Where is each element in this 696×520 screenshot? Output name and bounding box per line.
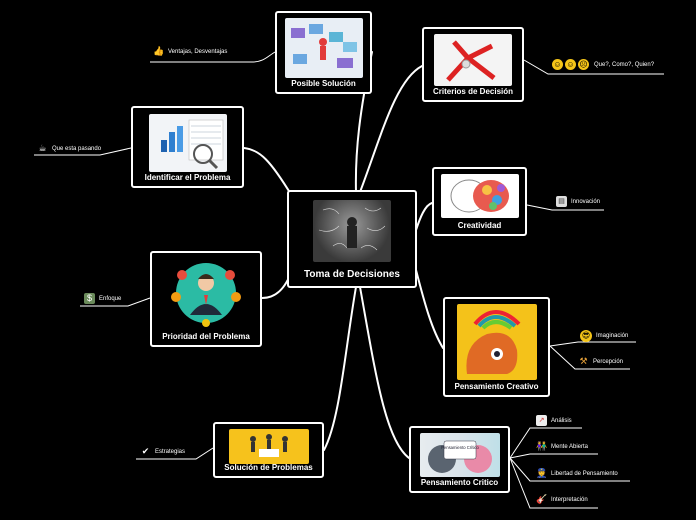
hammer-icon: ⚒ (578, 356, 589, 367)
creatividad-title: Creatividad (434, 221, 525, 230)
node-pensamiento-creativo[interactable]: Pensamiento Creativo (443, 297, 550, 397)
leaf-ventajas-desventajas[interactable]: 👍 Ventajas, Desventajas (153, 46, 227, 57)
leaf-label: Mente Abierta (551, 444, 588, 450)
leaf-label: Que esta pasando (52, 146, 101, 152)
pensamiento-critico-title: Pensamiento Critico (411, 478, 508, 487)
thumbs-up-down-icon: 👍 (153, 46, 164, 57)
leaf-label: Interpretación (551, 497, 588, 503)
emoji-faces-icon: ☺☺☹ (552, 59, 591, 70)
leaf-estrategias[interactable]: ✔ Estrategias (140, 446, 185, 457)
solution-puzzle-image (285, 18, 363, 78)
leaf-que-esta-pasando[interactable]: ☕ Que esta pasando (37, 143, 101, 154)
leaf-interpretacion[interactable]: 🎸 Interpretación (536, 494, 588, 505)
link-solucion-problemas (324, 287, 356, 450)
pensamiento-creativo-title: Pensamiento Creativo (445, 382, 548, 391)
guitar-icon: 🎸 (536, 494, 547, 505)
solucion-problemas-title: Solución de Problemas (215, 463, 322, 472)
leaf-mente-abierta[interactable]: 👫 Mente Abierta (536, 441, 588, 452)
leaf-label: Enfoque (99, 296, 121, 302)
chart-icon: ↗ (536, 415, 547, 426)
critical-thinking-image-text: Pensamiento Crítico (441, 445, 479, 450)
leaf-percepcion[interactable]: ⚒ Percepción (578, 356, 623, 367)
leaf-innovacion[interactable]: ▤ Innovación (556, 196, 600, 207)
node-prioridad-problema[interactable]: Prioridad del Problema (150, 251, 262, 347)
link-creatividad (416, 203, 432, 230)
node-posible-solucion[interactable]: Posible Solución (275, 11, 372, 94)
node-identificar-problema[interactable]: Identificar el Problema (131, 106, 244, 188)
node-solucion-problemas[interactable]: Solución de Problemas (213, 422, 324, 478)
people-icon: 👫 (536, 441, 547, 452)
node-criterios-decision[interactable]: Criterios de Decisión (422, 27, 524, 102)
leaf-imaginacion[interactable]: 😎 Imaginación (580, 330, 628, 342)
money-bag-icon: $ (84, 293, 95, 304)
sunglasses-icon: 😎 (580, 330, 592, 342)
posible-solucion-title: Posible Solución (277, 79, 370, 88)
leaf-label: Libertad de Pensamiento (551, 471, 618, 477)
leaf-libertad-pensamiento[interactable]: 👮 Libertad de Pensamiento (536, 468, 618, 479)
leaf-label: Que?, Como?, Quien? (594, 62, 654, 68)
leaf-label: Imaginación (596, 333, 628, 339)
red-arrows-image (434, 34, 512, 86)
node-pensamiento-critico[interactable]: Pensamiento Crítico Pensamiento Critico (409, 426, 510, 493)
link-identificar-problema (244, 148, 292, 196)
critical-thinking-image: Pensamiento Crítico (420, 433, 500, 477)
check-icon: ✔ (140, 446, 151, 457)
link-pensamiento-critico (360, 287, 409, 458)
prioridad-problema-title: Prioridad del Problema (152, 332, 260, 341)
leaf-label: Ventajas, Desventajas (168, 49, 227, 55)
brain-image (441, 174, 519, 218)
criterios-decision-title: Criterios de Decisión (424, 87, 522, 96)
businessman-icons-image (168, 259, 244, 329)
node-creatividad[interactable]: Creatividad (432, 167, 527, 236)
team-solving-image (229, 429, 309, 464)
leaf-enfoque[interactable]: $ Enfoque (84, 293, 121, 304)
leaf-analisis[interactable]: ↗ Análisis (536, 415, 572, 426)
analysis-chart-image (149, 114, 227, 172)
central-node[interactable]: Toma de Decisiones (287, 190, 417, 288)
police-icon: 👮 (536, 468, 547, 479)
link-pensamiento-creativo (416, 270, 443, 348)
leaf-label: Análisis (551, 418, 572, 424)
document-icon: ▤ (556, 196, 567, 207)
leaf-label: Percepción (593, 359, 623, 365)
leaf-que-como-quien[interactable]: ☺☺☹ Que?, Como?, Quien? (552, 59, 654, 70)
decision-person-image (313, 200, 391, 262)
leaf-label: Innovación (571, 199, 600, 205)
coffee-icon: ☕ (37, 143, 48, 154)
leaf-label: Estrategias (155, 449, 185, 455)
central-title: Toma de Decisiones (289, 269, 415, 280)
creative-head-image (457, 304, 537, 380)
identificar-problema-title: Identificar el Problema (133, 173, 242, 182)
